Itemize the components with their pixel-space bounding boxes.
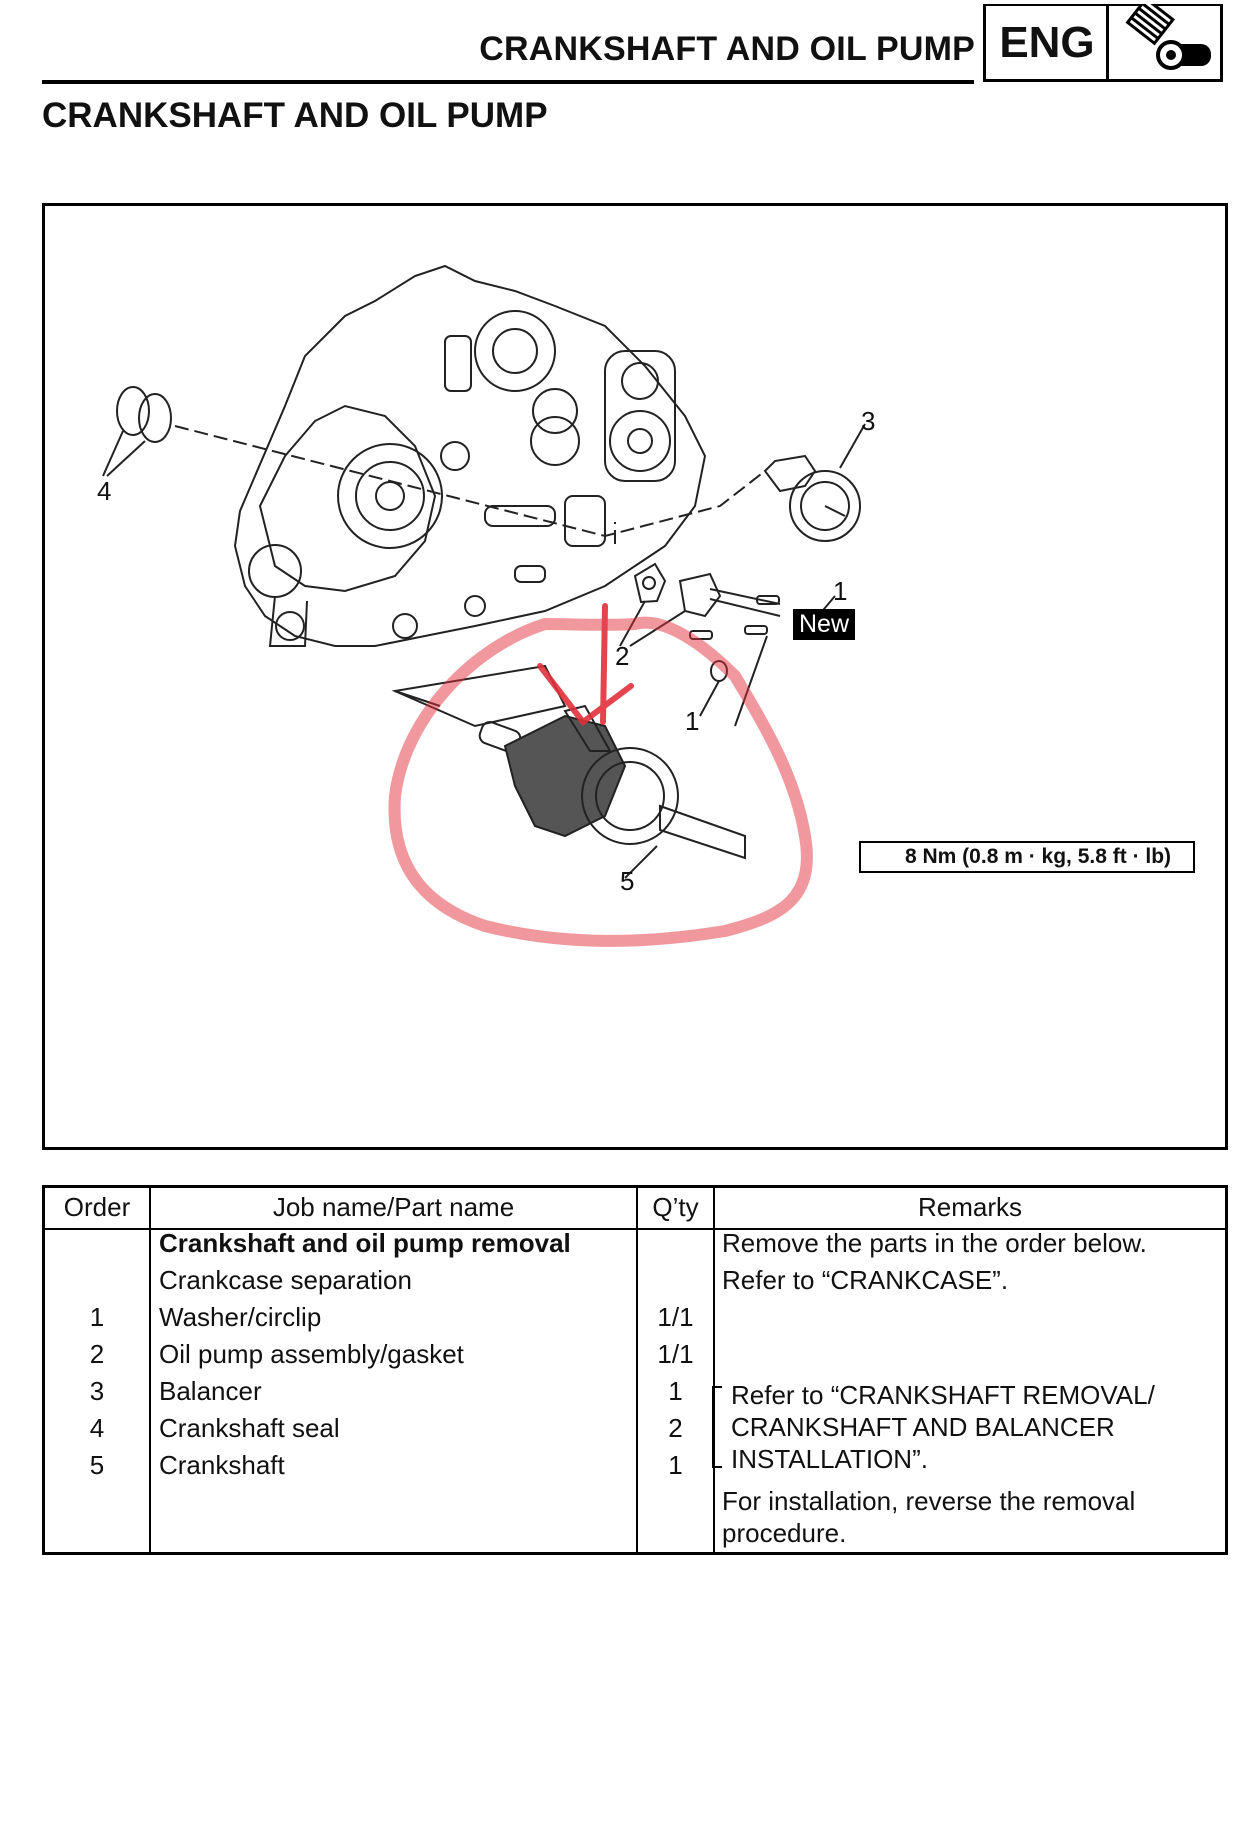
red-annotation xyxy=(388,603,813,947)
col-divider xyxy=(636,1188,638,1552)
header-job: Job name/Part name xyxy=(272,1192,515,1222)
col-divider xyxy=(149,1188,151,1552)
row-order: 1 xyxy=(89,1302,105,1332)
engine-gear-icon xyxy=(1125,0,1211,70)
callout-4: 4 xyxy=(97,476,112,506)
page-title: CRANKSHAFT AND OIL PUMP xyxy=(42,96,548,135)
callout-1b: 1 xyxy=(685,706,700,736)
bracket xyxy=(712,1386,722,1468)
row-qty: 1/1 xyxy=(657,1302,694,1332)
row-order: 2 xyxy=(89,1339,105,1369)
row-name: Crankcase separation xyxy=(159,1265,412,1295)
torque-spec: 8 Nm (0.8 m · kg, 5.8 ft · lb) xyxy=(859,841,1195,873)
row-qty: 2 xyxy=(668,1413,683,1443)
crankcase-outline xyxy=(233,264,707,647)
row-order: 5 xyxy=(89,1450,105,1480)
callout-3: 3 xyxy=(861,406,876,436)
section-icon-box xyxy=(1109,0,1223,82)
section-code: ENG xyxy=(999,18,1095,67)
callout-1a: 1 xyxy=(833,576,848,606)
section-tab: ENG xyxy=(983,4,1109,82)
callout-5: 5 xyxy=(620,866,635,896)
row-name: Crankshaft and oil pump removal xyxy=(159,1228,571,1258)
remark: procedure. xyxy=(722,1518,847,1548)
callout-2: 2 xyxy=(615,641,630,671)
header-order: Order xyxy=(63,1192,131,1222)
remark: Remove the parts in the order below. xyxy=(722,1228,1147,1258)
remark: For installation, reverse the removal xyxy=(722,1486,1136,1516)
running-title: CRANKSHAFT AND OIL PUMP xyxy=(479,30,975,68)
row-qty: 1/1 xyxy=(657,1339,694,1369)
header-remarks: Remarks xyxy=(917,1192,1022,1222)
exploded-diagram: 4 3 1 2 1 5 New 8 Nm (0.8 m · kg, 5.8 ft… xyxy=(42,203,1228,1150)
remark: INSTALLATION”. xyxy=(731,1444,928,1474)
row-qty: 1 xyxy=(668,1376,683,1406)
row-name: Crankshaft xyxy=(159,1450,285,1480)
header-top-rule xyxy=(985,4,1223,6)
header-rule xyxy=(42,80,974,84)
parts-table: Order Job name/Part name Q’ty Remarks Cr… xyxy=(42,1185,1228,1555)
remark: CRANKSHAFT AND BALANCER xyxy=(731,1412,1115,1442)
header-qty: Q’ty xyxy=(652,1192,699,1222)
row-name: Balancer xyxy=(159,1376,262,1406)
new-label: New xyxy=(793,609,856,640)
row-order: 3 xyxy=(89,1376,105,1406)
remark: Refer to “CRANKCASE”. xyxy=(722,1265,1009,1295)
col-divider xyxy=(713,1188,715,1552)
diagram-drawing xyxy=(102,264,866,947)
torque-value: 8 Nm (0.8 m · kg, 5.8 ft · lb) xyxy=(905,845,1172,868)
row-order: 4 xyxy=(89,1413,105,1443)
row-qty: 1 xyxy=(668,1450,683,1480)
header-divider xyxy=(45,1228,1225,1230)
row-name: Washer/circlip xyxy=(159,1302,322,1332)
row-name: Oil pump assembly/gasket xyxy=(159,1339,464,1369)
remark: Refer to “CRANKSHAFT REMOVAL/ xyxy=(731,1380,1155,1410)
row-name: Crankshaft seal xyxy=(159,1413,340,1443)
